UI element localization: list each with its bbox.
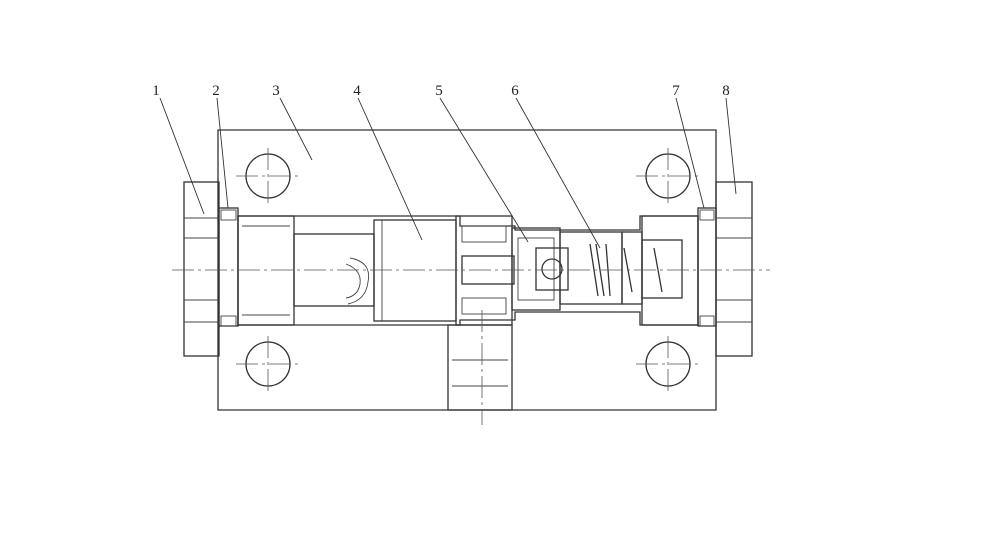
- leader-5: [439, 97, 529, 243]
- left-end-plug: [237, 215, 295, 326]
- right-end-plug: [641, 215, 699, 326]
- label-4: 4: [353, 83, 361, 99]
- spring-housing: [559, 231, 663, 305]
- label-3: 3: [272, 83, 280, 99]
- leader-1: [159, 97, 205, 215]
- label-5: 5: [435, 83, 443, 99]
- spool-collar: [455, 215, 515, 326]
- leader-3: [279, 97, 313, 161]
- leader-8: [725, 97, 737, 195]
- callout-labels: 1 2 3 4 5 6 7 8: [152, 83, 730, 99]
- label-6: 6: [511, 83, 519, 99]
- leader-lines: [159, 97, 737, 249]
- label-8: 8: [722, 83, 730, 99]
- label-7: 7: [672, 83, 680, 99]
- left-seal-ring: [218, 207, 239, 327]
- label-1: 1: [152, 83, 160, 99]
- leader-6: [515, 97, 601, 249]
- mounting-holes: [236, 148, 700, 392]
- right-fitting: [715, 181, 753, 357]
- leader-2: [216, 97, 229, 209]
- label-2: 2: [212, 83, 220, 99]
- leader-4: [357, 97, 423, 241]
- outlet-port: [447, 310, 513, 425]
- leader-7: [675, 97, 705, 209]
- right-seal-ring: [697, 207, 717, 327]
- main-spool: [373, 219, 457, 322]
